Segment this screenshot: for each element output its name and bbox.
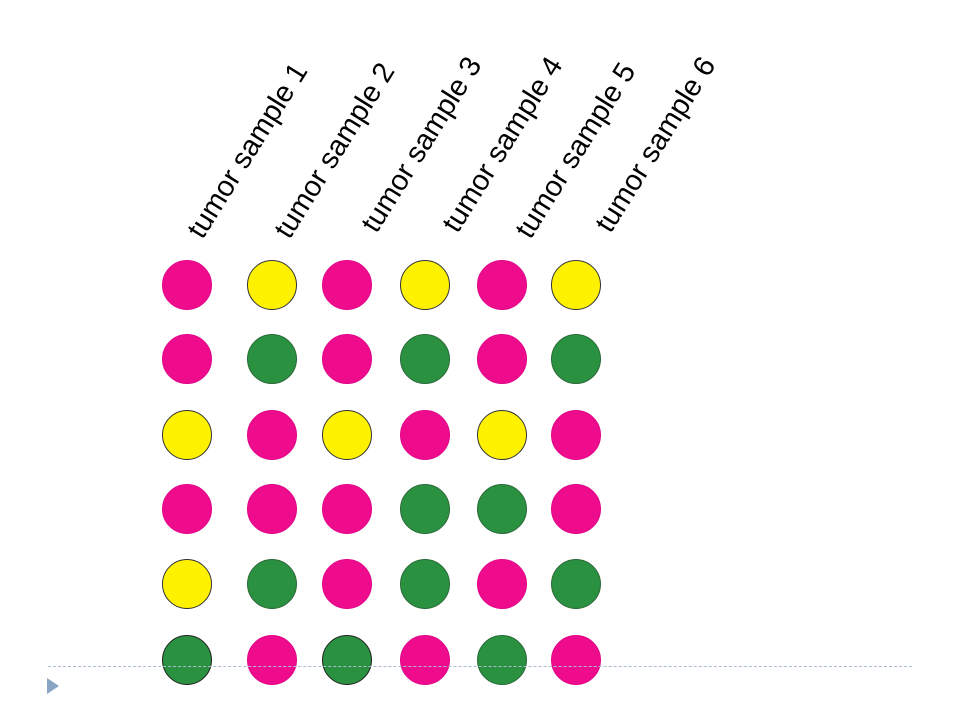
dot-r6-c6 xyxy=(551,635,601,685)
dot-r3-c1 xyxy=(162,410,212,460)
dot-r1-c2 xyxy=(247,260,297,310)
dot-r2-c2 xyxy=(247,334,297,384)
dot-r2-c5 xyxy=(477,334,527,384)
dot-r4-c4 xyxy=(400,484,450,534)
dot-r1-c6 xyxy=(551,260,601,310)
dot-r5-c4 xyxy=(400,559,450,609)
dot-r4-c1 xyxy=(162,484,212,534)
dot-r3-c5 xyxy=(477,410,527,460)
dot-r1-c5 xyxy=(477,260,527,310)
dot-r2-c6 xyxy=(551,334,601,384)
dot-r6-c2 xyxy=(247,635,297,685)
dot-r1-c4 xyxy=(400,260,450,310)
dot-r5-c5 xyxy=(477,559,527,609)
dot-r5-c3 xyxy=(322,559,372,609)
dot-r2-c1 xyxy=(162,334,212,384)
dot-r4-c6 xyxy=(551,484,601,534)
dot-r3-c6 xyxy=(551,410,601,460)
dot-r5-c2 xyxy=(247,559,297,609)
dot-r3-c2 xyxy=(247,410,297,460)
dot-r2-c4 xyxy=(400,334,450,384)
bullet-arrow-icon xyxy=(47,678,59,694)
dot-r4-c3 xyxy=(322,484,372,534)
dot-r3-c3 xyxy=(322,410,372,460)
dot-r4-c5 xyxy=(477,484,527,534)
dot-r6-c4 xyxy=(400,635,450,685)
dot-r3-c4 xyxy=(400,410,450,460)
dot-r1-c3 xyxy=(322,260,372,310)
dot-r6-c3 xyxy=(322,635,372,685)
dot-r1-c1 xyxy=(162,260,212,310)
divider-line xyxy=(48,666,912,667)
dot-r6-c1 xyxy=(162,635,212,685)
dot-r5-c6 xyxy=(551,559,601,609)
dot-r5-c1 xyxy=(162,559,212,609)
dot-r6-c5 xyxy=(477,635,527,685)
dot-r4-c2 xyxy=(247,484,297,534)
dot-r2-c3 xyxy=(322,334,372,384)
